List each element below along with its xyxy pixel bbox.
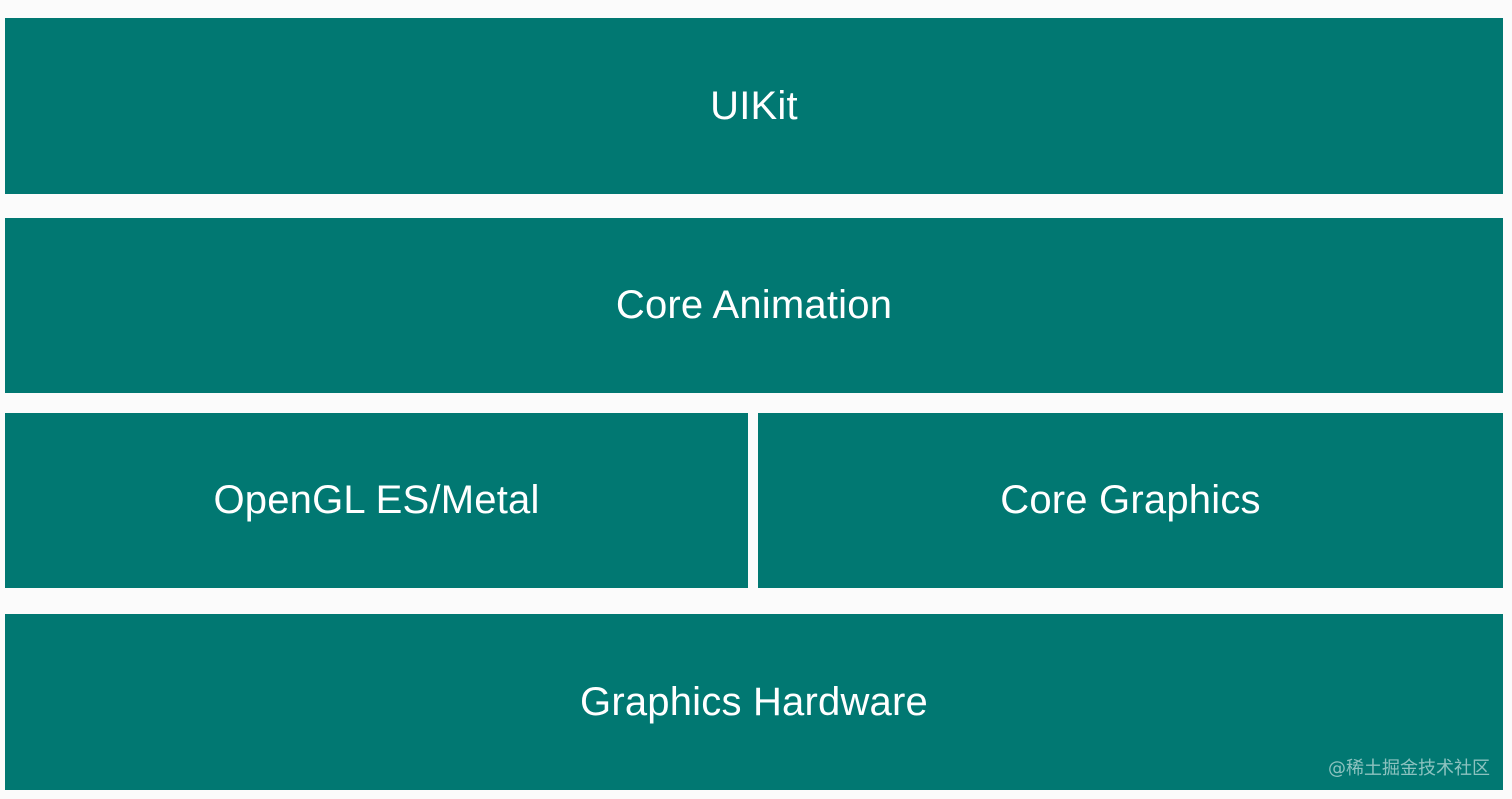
layer-core-animation-label: Core Animation: [615, 283, 893, 327]
watermark-text: @稀土掘金技术社区: [1328, 758, 1490, 779]
layer-opengl-metal: OpenGL ES/Metal: [5, 413, 748, 588]
layer-uikit-label: UIKit: [710, 83, 798, 128]
layer-graphics-hardware-label: Graphics Hardware: [580, 679, 928, 724]
layer-opengl-metal-label: OpenGL ES/Metal: [213, 478, 540, 522]
layer-uikit: UIKit: [5, 18, 1503, 194]
layer-graphics-hardware: Graphics Hardware: [5, 614, 1503, 790]
layer-core-graphics: Core Graphics: [758, 413, 1503, 588]
layer-core-animation: Core Animation: [5, 218, 1503, 393]
layer-core-graphics-label: Core Graphics: [1000, 478, 1261, 522]
